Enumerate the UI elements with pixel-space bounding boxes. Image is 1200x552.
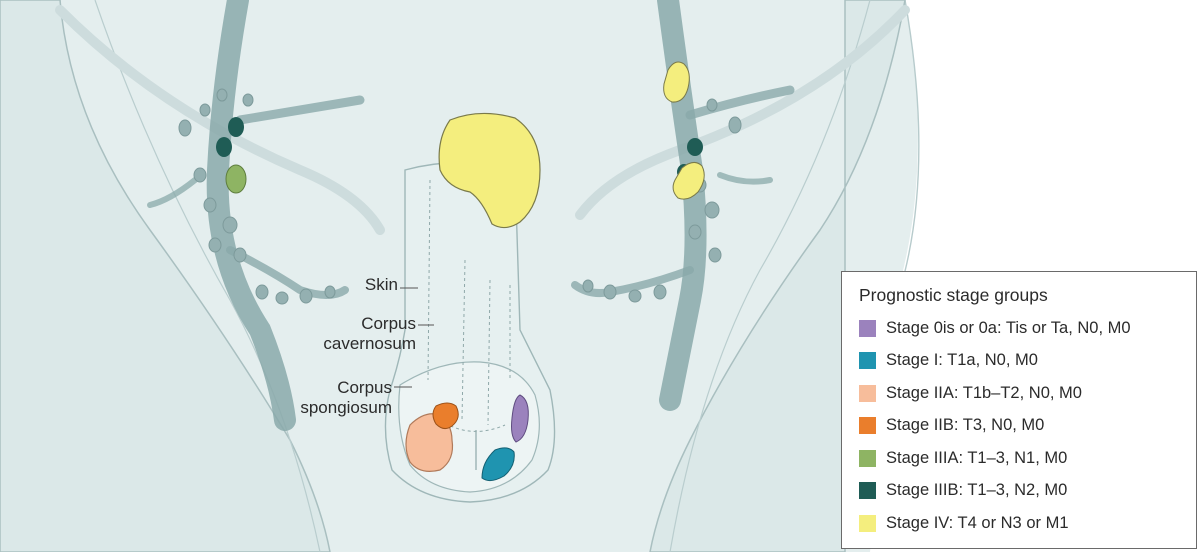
node-stage-iiib-left-2 xyxy=(216,137,232,157)
lymph-nodes-left xyxy=(178,88,336,305)
vessel-left-branch xyxy=(235,95,365,125)
legend-swatch xyxy=(859,352,876,370)
legend: Prognostic stage groups Stage 0is or 0a:… xyxy=(841,271,1197,549)
label-skin: Skin xyxy=(340,275,398,295)
inguinal-left xyxy=(55,5,385,235)
legend-label: Stage 0is or 0a: Tis or Ta, N0, M0 xyxy=(886,318,1131,337)
tumor-stage-iv-shaft xyxy=(438,112,541,229)
legend-label: Stage IIB: T3, N0, M0 xyxy=(886,416,1045,435)
thigh-left-inner xyxy=(94,0,321,552)
thigh-left xyxy=(0,0,331,552)
legend-swatch xyxy=(859,319,876,337)
label-corpus-spongiosum: Corpus spongiosum xyxy=(300,378,392,418)
corpus-line-mid-right xyxy=(487,279,491,426)
corpus-line-mid-left xyxy=(461,259,466,421)
node-stage-iiia-left xyxy=(225,164,247,194)
vessel-left-branch-3 xyxy=(147,177,198,208)
inguinal-right xyxy=(575,5,910,220)
label-corpus-cavernosum-line1: Corpus xyxy=(361,314,416,333)
legend-label: Stage IIA: T1b–T2, N0, M0 xyxy=(886,383,1082,402)
legend-item-stage-iia: Stage IIA: T1b–T2, N0, M0 xyxy=(859,377,1182,410)
legend-swatch xyxy=(859,482,876,500)
tumor-stage-iib xyxy=(432,402,459,430)
label-corpus-cavernosum-line2: cavernosum xyxy=(323,334,416,353)
label-corpus-spongiosum-line2: spongiosum xyxy=(300,398,392,417)
legend-label: Stage IIIA: T1–3, N1, M0 xyxy=(886,448,1068,467)
vessel-right-branch-3 xyxy=(717,172,773,185)
torso-edge-right xyxy=(899,0,920,291)
thigh-right-inner xyxy=(669,0,871,552)
vessel-left-main xyxy=(206,0,296,431)
node-stage-iiib-right-1 xyxy=(687,138,703,156)
legend-item-stage-iiia: Stage IIIA: T1–3, N1, M0 xyxy=(859,442,1182,475)
legend-title: Prognostic stage groups xyxy=(859,285,1048,305)
legend-label: Stage IIIB: T1–3, N2, M0 xyxy=(886,481,1068,500)
node-stage-iv-right-top xyxy=(663,61,690,103)
label-corpus-cavernosum: Corpus cavernosum xyxy=(300,314,416,354)
label-skin-text: Skin xyxy=(364,275,398,294)
legend-label: Stage IV: T4 or N3 or M1 xyxy=(886,513,1069,532)
legend-item-stage-iv: Stage IV: T4 or N3 or M1 xyxy=(859,507,1182,540)
legend-swatch xyxy=(859,384,876,402)
legend-swatch xyxy=(859,514,876,532)
label-corpus-spongiosum-line1: Corpus xyxy=(337,378,392,397)
node-stage-iiib-left-1 xyxy=(228,117,244,137)
legend-item-stage-0: Stage 0is or 0a: Tis or Ta, N0, M0 xyxy=(859,312,1182,345)
legend-swatch xyxy=(859,417,876,435)
legend-label: Stage I: T1a, N0, M0 xyxy=(886,351,1038,370)
tumor-stage-0 xyxy=(511,394,529,443)
legend-swatch xyxy=(859,449,876,467)
legend-item-stage-i: Stage I: T1a, N0, M0 xyxy=(859,345,1182,378)
legend-item-stage-iib: Stage IIB: T3, N0, M0 xyxy=(859,410,1182,443)
node-stage-iv-right-bottom xyxy=(672,162,705,200)
vessel-right-branch xyxy=(685,85,795,120)
tumor-stage-i xyxy=(481,447,515,482)
legend-item-stage-iiib: Stage IIIB: T1–3, N2, M0 xyxy=(859,475,1182,508)
